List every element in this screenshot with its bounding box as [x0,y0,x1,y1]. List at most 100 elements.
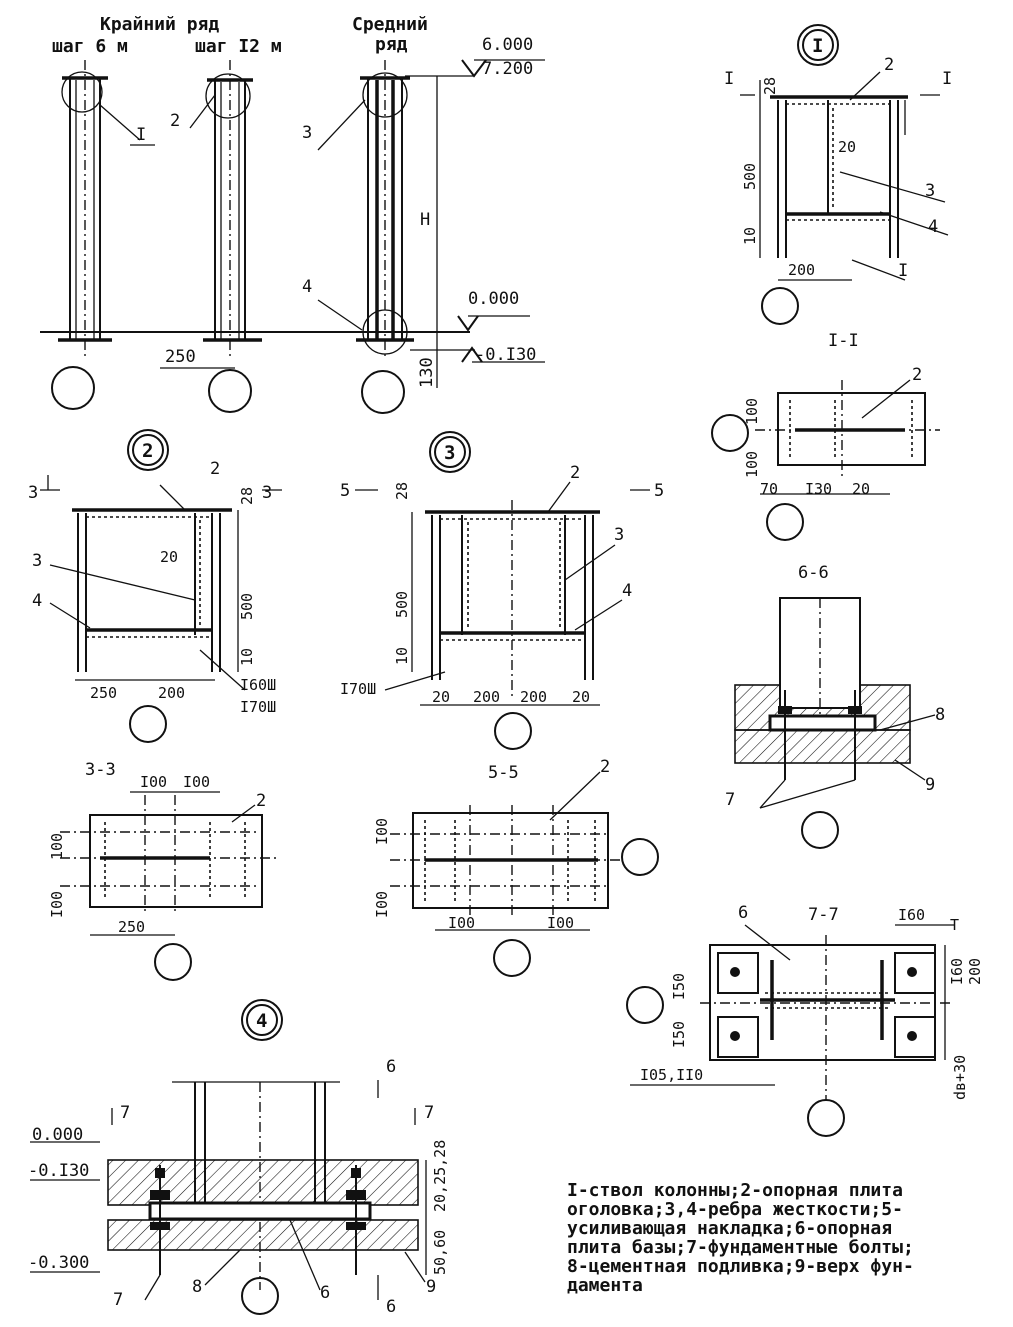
section-3-3: 3-3 I00 I00 2 100 I00 250 [48,760,280,981]
detail-I-dim-500: 500 [741,163,759,190]
section-I-I-dim-20: 20 [852,480,870,498]
legend-line-1: I-ствол колонны;2-опорная плита [567,1180,903,1201]
detail-2-cut-right: 3 [262,483,272,503]
detail-4-mark-130: -0.I30 [28,1161,89,1181]
section-3-3-dim-top-2: I00 [183,773,210,791]
detail-4-cut-6-top: 6 [386,1057,396,1077]
callout-I-elev: I [136,125,146,145]
section-5-5-circle-bottom [493,939,531,977]
detail-3-profile: I70Ш [340,680,376,698]
detail-2-profile-170: I70Ш [240,698,276,716]
section-3-3-circle [154,943,192,981]
detail-3: 3 5 5 28 500 10 2 3 4 I70Ш 20 200 200 [340,431,664,750]
detail-4: 4 6 7 7 0.000 -0.I30 -0.300 20,25,28 50,… [28,999,449,1317]
legend: I-ствол колонны;2-опорная плита оголовка… [567,1180,914,1296]
detail-I-callout-4: 4 [928,217,938,237]
detail-3-dim-b1: 20 [432,688,450,706]
section-7-7-circle-bottom [807,1099,845,1137]
detail-I-callout-2: 2 [884,55,894,75]
dim-250-elev: 250 [165,347,196,367]
section-6-6-callout-9: 9 [925,775,935,795]
detail-4-cut-7-left: 7 [120,1103,130,1123]
detail-3-callout-4: 4 [622,581,632,601]
detail-I-dim-200: 200 [788,261,815,279]
detail-4-mark-300: -0.300 [28,1253,89,1273]
detail-3-cut-right: 5 [654,481,664,501]
section-7-7: 7-7 6 I60 T I50 I50 I60 200 dв+30 I05,II… [626,903,984,1137]
section-3-3-dim-100b: I00 [48,891,66,918]
detail-I-dim-28: 28 [761,77,779,95]
top-mark-6000: 6.000 [482,35,533,55]
detail-2-dim-250: 250 [90,684,117,702]
middle-row-label-1: Средний [352,14,428,35]
section-7-7-dim-160r: I60 [948,958,966,985]
section-I-I-dim-100b: 100 [743,451,761,478]
section-6-6-callout-8: 8 [935,705,945,725]
section-7-7-dim-150a: I50 [670,973,688,1000]
section-6-6-title: 6-6 [798,563,829,583]
detail-3-circle [494,712,532,750]
section-5-5-dim-b2: I00 [547,914,574,932]
section-6-6: 6-6 7 8 9 [725,563,945,849]
detail-2-callout-4: 4 [32,591,42,611]
detail-I: I I I 28 500 10 20 200 2 3 4 I [724,24,952,325]
section-5-5-dim-100a: I00 [373,818,391,845]
callout-4-elev: 4 [302,277,312,297]
section-I-I-title: I-I [828,331,859,351]
detail-2-callout-3: 3 [32,551,42,571]
callout-circle-col1 [51,366,95,410]
detail-I-callout-3: 3 [925,181,935,201]
detail-2: 2 3 3 28 500 10 20 2 3 4 250 200 I60Ш I7… [28,429,282,743]
section-3-3-dim-250: 250 [118,918,145,936]
detail-4-mark-zero: 0.000 [32,1125,83,1145]
detail-I-badge: I [812,35,823,57]
legend-line-2: оголовка;3,4-ребра жесткости;5- [567,1199,903,1220]
detail-2-profile-160: I60Ш [240,676,276,694]
detail-3-dim-500: 500 [393,591,411,618]
section-5-5-dim-b1: I00 [448,914,475,932]
detail-3-dim-b4: 20 [572,688,590,706]
detail-I-cut-right: I [942,69,952,89]
detail-3-dim-b3: 200 [520,688,547,706]
column-elevations: Крайний ряд шаг 6 м шаг I2 м Средний ряд… [40,14,545,414]
middle-row-label-2: ряд [375,34,408,55]
edge-row-step-12: шаг I2 м [195,36,282,57]
legend-line-5: 8-цементная подливка;9-верх фун- [567,1256,914,1277]
legend-line-6: дамента [567,1275,643,1296]
detail-4-dim-top: 20,25,28 [431,1140,449,1212]
section-5-5-callout-2: 2 [600,757,610,777]
section-7-7-dim-d: dв+30 [951,1055,969,1100]
detail-4-dim-bottom: 50,60 [431,1230,449,1275]
column-edge-6m [51,60,155,410]
detail-2-dim-500: 500 [238,593,256,620]
section-5-5-circle-right [621,838,659,876]
detail-2-dim-200: 200 [158,684,185,702]
section-7-7-circle-left [626,986,664,1024]
detail-3-badge: 3 [444,442,455,464]
detail-2-badge: 2 [142,440,153,462]
detail-2-dim-10: 10 [238,648,256,666]
detail-2-callout-2: 2 [210,459,220,479]
detail-2-dim-20: 20 [160,548,178,566]
section-I-I: I-I 2 100 100 70 I30 20 [711,331,940,541]
detail-I-dim-20: 20 [838,138,856,156]
detail-3-cut-left: 5 [340,481,350,501]
detail-4-callout-8: 8 [192,1277,202,1297]
detail-4-callout-7: 7 [113,1290,123,1310]
column-edge-12m [160,60,262,413]
detail-3-callout-3: 3 [614,525,624,545]
column-middle [317,60,414,414]
section-5-5: 5-5 2 I00 I00 I00 I00 [373,757,659,977]
detail-4-circle [241,1277,279,1315]
legend-line-3: усиливающая накладка;6-опорная [567,1218,892,1239]
section-5-5-title: 5-5 [488,763,519,783]
section-7-7-dim-150b: I50 [670,1021,688,1048]
legend-line-4: плита базы;7-фундаментные болты; [567,1237,914,1258]
section-3-3-title: 3-3 [85,760,116,780]
detail-2-dim-28: 28 [238,487,256,505]
detail-2-circle [129,705,167,743]
section-I-I-dim-130: I30 [805,480,832,498]
height-label-H: H [420,210,430,230]
section-7-7-callout-6: 6 [738,903,748,923]
